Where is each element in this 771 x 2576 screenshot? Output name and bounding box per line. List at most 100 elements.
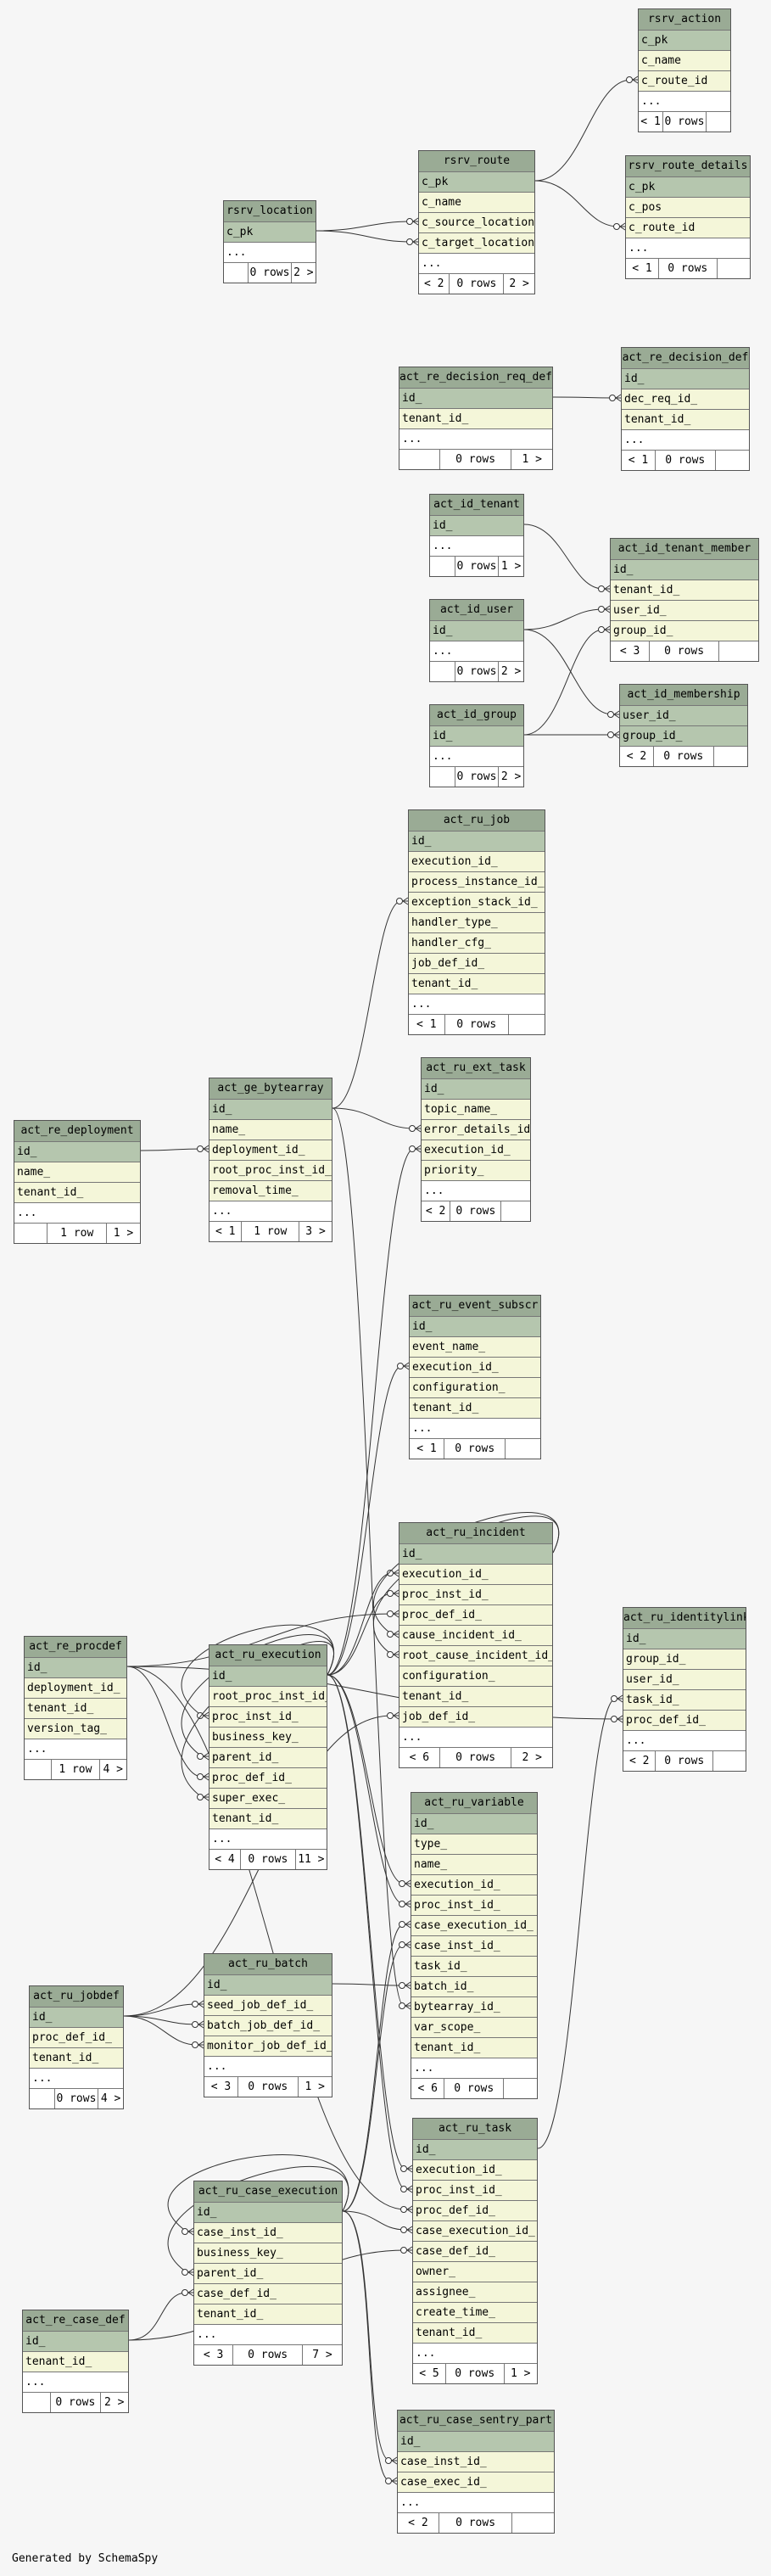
parents-count[interactable]: [399, 450, 439, 469]
parents-count[interactable]: [430, 767, 455, 787]
children-count[interactable]: [705, 112, 730, 132]
parents-count[interactable]: < 1: [416, 1018, 437, 1031]
children-count[interactable]: 4 >: [98, 1760, 126, 1779]
children-count[interactable]: 4 >: [98, 2089, 123, 2108]
children-count[interactable]: 2 >: [503, 274, 534, 294]
parents-count[interactable]: [14, 1224, 47, 1243]
table-header[interactable]: act_ru_jobdef: [30, 1986, 123, 2007]
parents-count[interactable]: < 1: [632, 262, 652, 275]
parents-count[interactable]: < 3: [619, 645, 640, 658]
children-count[interactable]: 2 >: [498, 662, 523, 681]
parents-count[interactable]: < 3: [203, 2349, 224, 2361]
parents-count[interactable]: [430, 662, 455, 681]
table-header[interactable]: act_ru_batch: [204, 1954, 332, 1974]
parents-count[interactable]: [25, 1760, 51, 1779]
children-count[interactable]: [505, 1439, 540, 1459]
table-header[interactable]: act_id_group: [430, 705, 523, 725]
parents-count[interactable]: < 1: [416, 1442, 437, 1455]
children-count[interactable]: 1 >: [297, 2077, 332, 2097]
parents-count[interactable]: [430, 557, 455, 576]
children-count[interactable]: 2 >: [511, 1748, 552, 1767]
parents-count[interactable]: < 1: [640, 115, 661, 128]
table-header[interactable]: act_ru_incident: [399, 1523, 552, 1543]
parents-count[interactable]: < 6: [409, 1751, 430, 1764]
table-header[interactable]: act_ru_execution: [210, 1645, 327, 1666]
children-count[interactable]: [507, 1015, 545, 1034]
table-header[interactable]: act_id_user: [430, 600, 523, 620]
table-header[interactable]: act_ru_job: [409, 810, 545, 831]
parents-count[interactable]: < 2: [629, 1755, 650, 1767]
children-count[interactable]: 7 >: [302, 2345, 342, 2365]
table-header[interactable]: act_ru_case_sentry_part: [398, 2411, 554, 2431]
table-header[interactable]: act_id_tenant_member: [611, 539, 758, 559]
table-header[interactable]: rsrv_route: [419, 151, 534, 171]
parents-count[interactable]: < 3: [210, 2080, 232, 2093]
children-count[interactable]: [503, 2079, 537, 2098]
children-count[interactable]: 11 >: [294, 1850, 327, 1869]
children-count[interactable]: [500, 1201, 530, 1221]
table-header[interactable]: act_ge_bytearray: [210, 1078, 332, 1099]
parents-count[interactable]: [224, 263, 248, 283]
children-count[interactable]: [712, 1751, 746, 1771]
table-header[interactable]: act_id_tenant: [430, 495, 523, 515]
children-count[interactable]: [718, 641, 758, 661]
children-count[interactable]: 3 >: [299, 1222, 332, 1241]
children-count[interactable]: 1 >: [503, 2364, 537, 2383]
table-header[interactable]: rsrv_location: [224, 201, 316, 221]
table-header[interactable]: act_ru_ext_task: [422, 1058, 530, 1078]
parents-count[interactable]: < 2: [408, 2517, 428, 2529]
parents-count[interactable]: < 2: [626, 750, 647, 763]
children-count[interactable]: [712, 747, 748, 766]
table-header[interactable]: act_re_case_def: [23, 2310, 128, 2331]
parents-count[interactable]: [23, 2393, 50, 2412]
parents-count[interactable]: < 1: [628, 454, 649, 467]
children-count[interactable]: 2 >: [99, 2393, 128, 2412]
children-count[interactable]: 2 >: [290, 263, 316, 283]
children-count[interactable]: [716, 259, 750, 278]
children-count[interactable]: 1 >: [106, 1224, 140, 1243]
table-header[interactable]: act_re_decision_req_def: [399, 367, 552, 388]
children-count[interactable]: [714, 451, 750, 470]
table-header[interactable]: rsrv_route_details: [626, 156, 750, 176]
table-header[interactable]: act_id_membership: [620, 685, 747, 705]
table-header[interactable]: act_ru_identitylink: [623, 1608, 746, 1628]
parents-count[interactable]: [30, 2089, 54, 2108]
parents-count[interactable]: < 4: [215, 1853, 235, 1866]
table-header[interactable]: act_ru_case_execution: [194, 2181, 342, 2202]
children-count[interactable]: 2 >: [498, 767, 523, 787]
table-header[interactable]: act_re_deployment: [14, 1121, 140, 1141]
table-header[interactable]: act_ru_event_subscr: [410, 1296, 540, 1316]
table-header[interactable]: act_ru_variable: [411, 1793, 537, 1813]
parents-count[interactable]: < 2: [423, 277, 444, 290]
children-count[interactable]: 1 >: [498, 557, 523, 576]
parents-count[interactable]: < 6: [417, 2082, 438, 2095]
parents-count[interactable]: < 1: [215, 1225, 236, 1238]
table-header[interactable]: act_re_procdef: [25, 1637, 126, 1657]
table-header[interactable]: act_re_decision_def: [622, 348, 749, 368]
